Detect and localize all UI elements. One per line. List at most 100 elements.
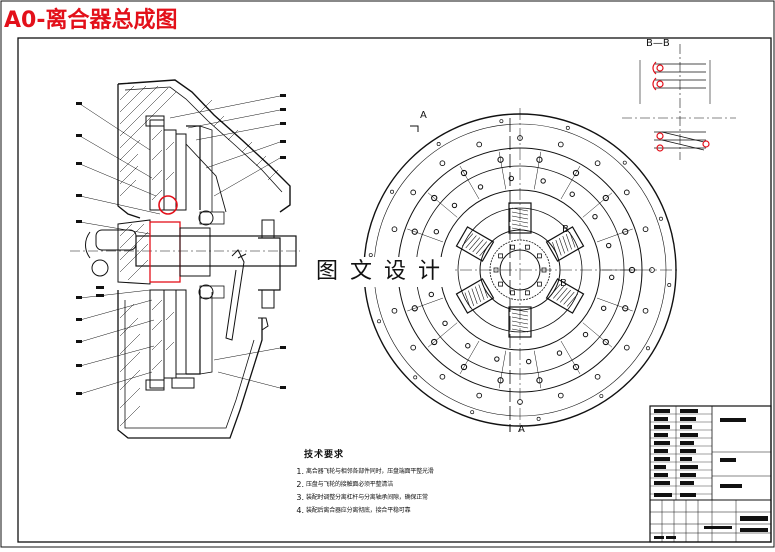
lining-hole — [659, 216, 663, 221]
inner-rivet — [609, 274, 615, 281]
outer-rivet — [594, 373, 601, 380]
spring-window — [455, 278, 495, 314]
inner-rivet — [477, 184, 484, 190]
outer-rivet — [439, 373, 446, 380]
outer-rivet — [623, 189, 630, 196]
spring-coil — [468, 290, 475, 307]
inner-rivet — [431, 194, 438, 202]
outer-rivet — [517, 399, 523, 405]
lining-hole — [368, 253, 373, 257]
inner-rivet — [465, 343, 471, 349]
inner-rivet — [556, 350, 563, 356]
drawing-title: A0-离合器总成图 — [4, 8, 178, 33]
inner-rivet — [536, 377, 543, 384]
spring-window — [508, 202, 532, 234]
segment-line — [407, 228, 444, 243]
inner-rivet — [605, 242, 612, 249]
spring-coil — [511, 328, 529, 333]
spring-coil — [472, 239, 484, 253]
segment-line — [582, 322, 613, 348]
spring-coil — [479, 243, 491, 257]
view-mark-a-top: A — [420, 110, 427, 121]
outer-rivet — [410, 189, 417, 196]
hub-spline — [498, 253, 503, 259]
outer-rivet — [476, 141, 483, 148]
segment-line — [533, 151, 542, 190]
title-block-text-mark — [680, 433, 698, 437]
hub-spline — [525, 290, 530, 296]
technical-requirements: 技术要求 1.离合器飞轮与相邻各部件同时，压盘端面平整光滑 2.压盘与飞轮的接触… — [286, 447, 486, 517]
lining-hole — [499, 119, 504, 124]
spring-window — [545, 226, 585, 262]
title-block-text-mark — [680, 449, 696, 453]
inner-rivet — [433, 229, 440, 235]
title-block-text-mark — [740, 528, 768, 532]
title-block-text-mark — [654, 536, 664, 539]
technical-requirements-list: 1.离合器飞轮与相邻各部件同时，压盘端面平整光滑 2.压盘与飞轮的接触面必须平整… — [286, 465, 486, 517]
segment-line — [582, 192, 613, 218]
title-block-text-mark — [680, 441, 694, 445]
outer-rivet — [557, 392, 564, 399]
lining-hole — [565, 125, 570, 130]
spring-coil — [563, 291, 575, 305]
spring-coil — [569, 231, 576, 248]
outer-rivet — [439, 160, 446, 167]
hub-spline — [510, 290, 515, 296]
spring-coil — [511, 223, 529, 228]
spring-coil — [481, 282, 488, 299]
inner-rivet — [536, 156, 543, 163]
spring-coil — [552, 241, 559, 258]
inner-rivet — [540, 178, 546, 184]
title-block-text-mark — [654, 465, 666, 469]
spring-coil — [559, 237, 565, 254]
spring-coil — [556, 287, 568, 301]
title-block-border — [649, 405, 772, 543]
hub-spline — [541, 267, 547, 273]
section-b-b-view — [622, 44, 736, 160]
inner-rivet — [451, 202, 458, 209]
spring-coil — [511, 219, 529, 224]
segment-line — [533, 350, 542, 389]
spring-coil — [555, 239, 562, 256]
inner-rivet — [525, 358, 532, 365]
inner-rivet — [592, 213, 598, 220]
title-block-text-mark — [680, 493, 696, 497]
segment-line — [427, 192, 458, 218]
title-block-text-mark — [666, 536, 676, 539]
title-block-text-mark — [680, 457, 692, 461]
spring-coil — [478, 284, 485, 301]
lining-hole — [667, 283, 672, 287]
segment-line — [560, 165, 581, 200]
inner-rivet — [508, 175, 515, 182]
lining-hole — [622, 160, 627, 165]
segment-line — [498, 151, 507, 190]
inner-rivet — [622, 305, 629, 312]
title-block-text-mark — [680, 473, 696, 477]
spring-coil — [511, 316, 529, 321]
title-block-text-mark — [680, 409, 698, 413]
inner-rivet — [602, 194, 609, 202]
title-block-text-mark — [654, 409, 670, 413]
spring-coil — [511, 312, 529, 317]
inner-rivet — [494, 356, 500, 362]
outer-rivet — [517, 135, 523, 141]
technical-requirements-title: 技术要求 — [304, 450, 345, 460]
lining-hole — [436, 142, 441, 146]
title-block-text-mark — [654, 493, 672, 497]
spring-coil — [562, 235, 569, 252]
clutch-section-view — [70, 79, 300, 439]
watermark-text: 图文设计 — [314, 257, 455, 287]
hub-spline — [493, 267, 499, 273]
title-block-text-mark — [654, 473, 668, 477]
title-block-text-mark — [720, 458, 736, 462]
spring-coil — [511, 308, 529, 313]
outer-rivet — [476, 392, 483, 399]
title-block — [649, 405, 772, 543]
inner-rivet — [460, 169, 468, 177]
spring-coil — [462, 233, 474, 247]
outer-rivet — [391, 307, 398, 314]
spring-coil — [549, 283, 561, 297]
outer-rivet — [649, 267, 655, 273]
